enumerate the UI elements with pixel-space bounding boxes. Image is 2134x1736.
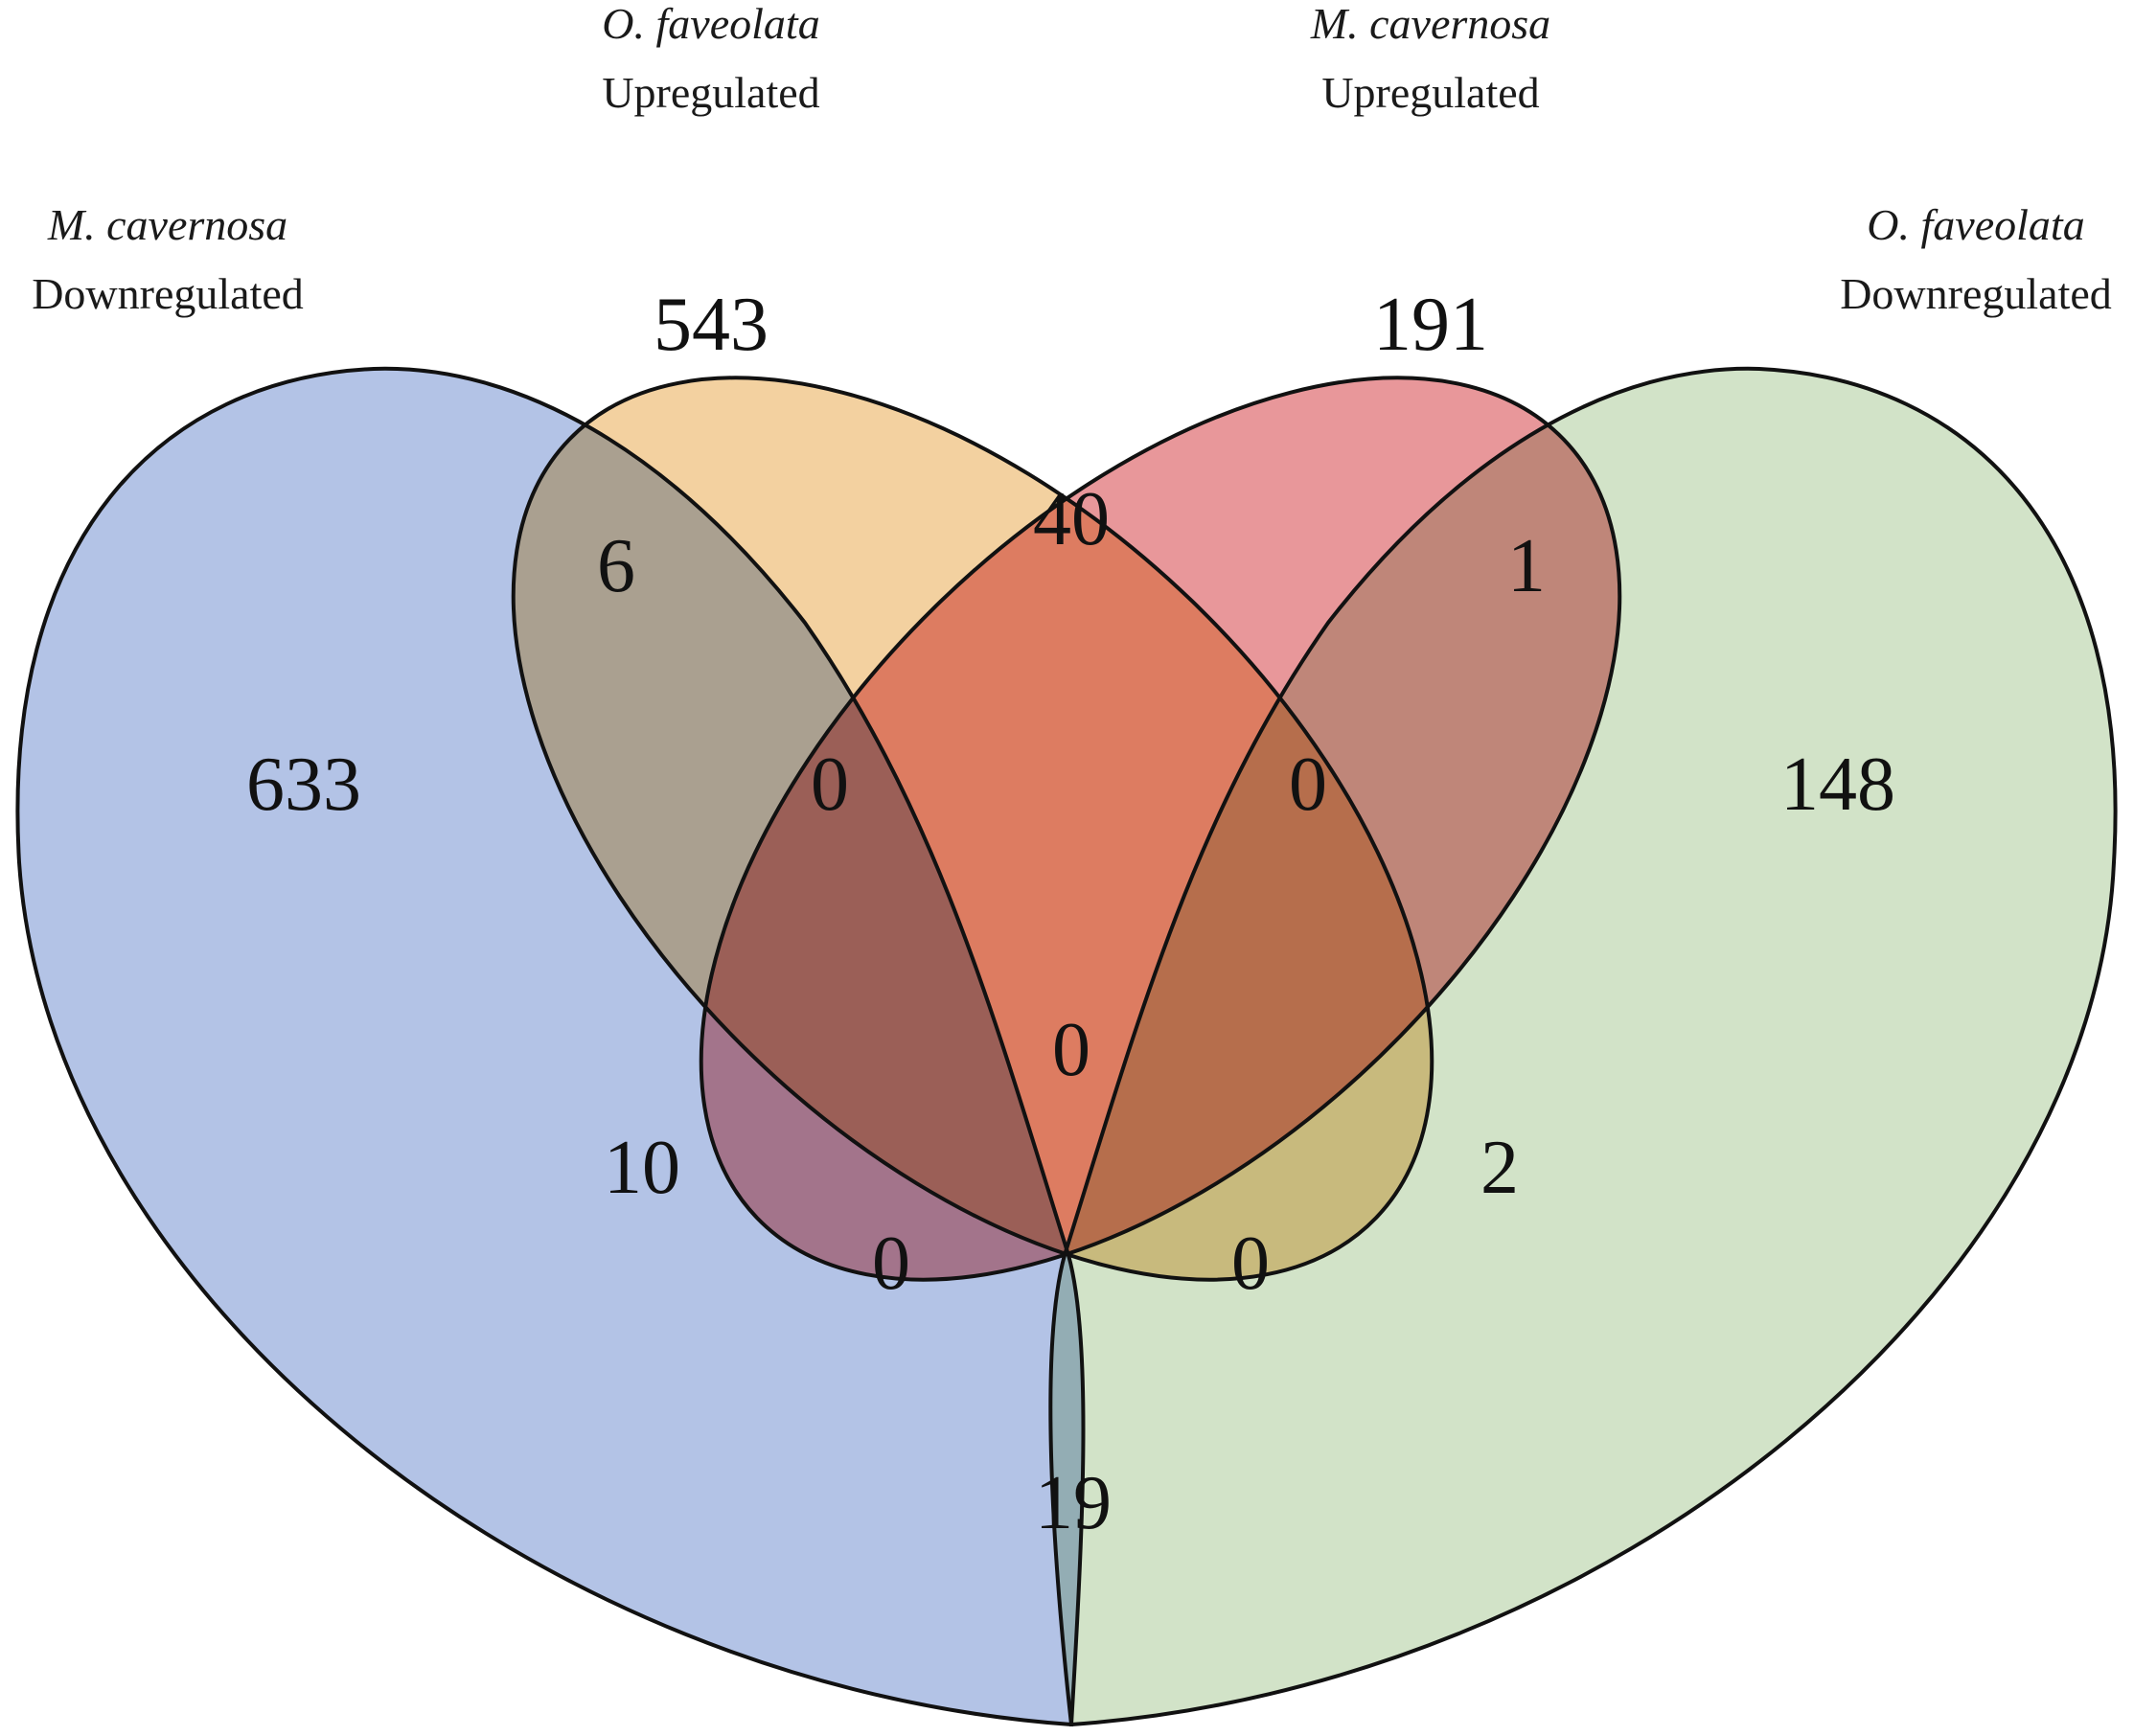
count-mcav-up-ofav-down: 1 [1507,524,1546,608]
label-ofav-down-direction: Downregulated [1840,269,2112,318]
count-mcav-down-ofav-up-mcav-up: 0 [811,742,849,827]
label-mcav-up-species: M. cavernosa [1310,0,1550,48]
label-mcav-down-species: M. cavernosa [47,200,287,249]
count-mcav-down-only: 633 [246,742,361,827]
count-ofav-down-only: 148 [1780,742,1895,827]
region-counts: 633 543 191 148 6 40 1 0 0 0 10 2 0 0 19 [246,283,1895,1545]
count-ofav-up-ofav-down: 2 [1480,1126,1519,1210]
label-ofav-up-species: O. faveolata [602,0,819,48]
label-mcav-up-direction: Upregulated [1321,68,1539,117]
set-labels: M. cavernosa Downregulated O. faveolata … [32,0,2112,318]
count-ofav-up-mcav-up: 40 [1033,477,1110,561]
count-mcav-down-ofav-up-ofav-down: 0 [1231,1222,1270,1306]
count-mcav-down-mcav-up: 10 [604,1126,680,1210]
label-ofav-up-direction: Upregulated [602,68,819,117]
label-mcav-down-direction: Downregulated [32,269,304,318]
label-ofav-down-species: O. faveolata [1867,200,2084,249]
count-ofav-up-only: 543 [654,283,769,367]
count-mcav-up-only: 191 [1373,283,1488,367]
count-mcav-down-ofav-up: 6 [597,524,635,608]
count-mcav-down-mcav-up-ofav-down: 0 [872,1222,910,1306]
count-ofav-up-mcav-up-ofav-down: 0 [1289,742,1327,827]
count-all-four: 0 [1052,1008,1090,1092]
count-mcav-down-ofav-down: 19 [1035,1461,1112,1545]
